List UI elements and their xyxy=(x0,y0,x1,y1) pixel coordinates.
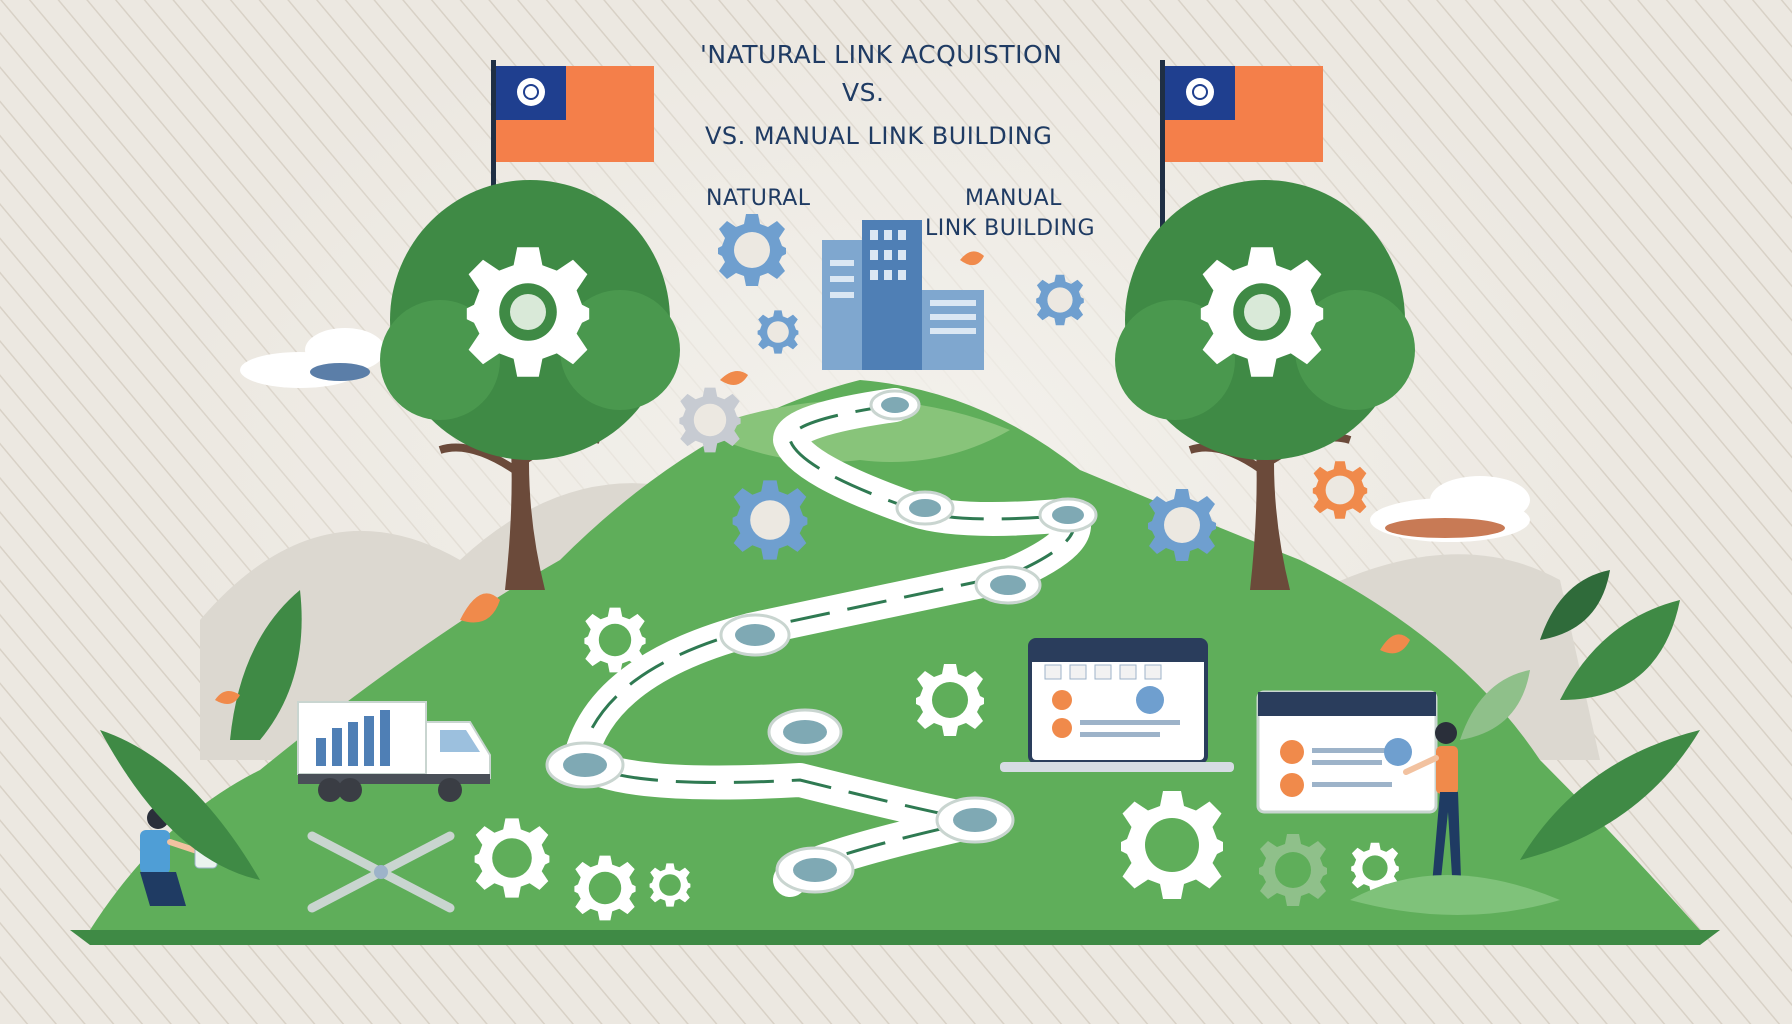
path-node xyxy=(767,708,843,756)
leaf-icon xyxy=(460,593,500,623)
crossed-tools-icon xyxy=(307,831,455,913)
path-node xyxy=(545,741,625,789)
leaf-icon xyxy=(1560,600,1680,700)
gear-icon xyxy=(474,818,550,898)
leaf-icon xyxy=(1460,670,1530,740)
gear-icon xyxy=(732,480,808,560)
gear-icon xyxy=(757,310,799,354)
path-node xyxy=(719,613,791,657)
gear-icon xyxy=(1121,791,1223,899)
gear-icon xyxy=(649,863,691,907)
leaf-icon xyxy=(1540,570,1610,640)
flag-right-icon xyxy=(1160,60,1323,270)
gear-icon xyxy=(1312,461,1368,519)
leaf-icon xyxy=(100,730,260,880)
flag-left-icon xyxy=(491,60,654,220)
browser-window-icon xyxy=(1256,690,1438,814)
path-node xyxy=(775,846,855,894)
path-node xyxy=(974,565,1042,605)
gear-icon xyxy=(1351,842,1399,894)
path-node xyxy=(869,389,921,421)
delivery-truck-icon xyxy=(297,701,491,802)
path-node xyxy=(935,796,1015,844)
leaf-icon xyxy=(720,371,748,385)
gear-icon xyxy=(679,387,741,453)
title-line-3: VS. MANUAL LINK BUILDING xyxy=(705,122,1053,150)
title-line-1: 'NATURAL LINK ACQUISTION xyxy=(700,40,1063,69)
leaf-icon xyxy=(960,251,984,266)
gear-icon xyxy=(574,855,636,921)
gear-icon xyxy=(584,607,646,673)
leaf-icon xyxy=(1380,634,1410,654)
leaf-icon xyxy=(215,691,240,704)
leaf-icon xyxy=(1350,875,1560,915)
winding-link-path-edge xyxy=(578,403,1076,881)
label-manual-line-1: MANUAL xyxy=(965,186,1062,211)
gear-left-tree-icon xyxy=(466,247,590,377)
gear-icon xyxy=(718,214,786,286)
label-natural: NATURAL xyxy=(706,186,811,211)
cloud-left xyxy=(240,328,385,388)
gear-icon xyxy=(1259,834,1327,906)
ground-strip xyxy=(70,930,1720,945)
title-line-2: VS. xyxy=(842,78,885,107)
path-node xyxy=(895,490,955,526)
laptop-website-icon xyxy=(1000,638,1234,772)
gear-icon xyxy=(1036,274,1084,326)
label-manual-line-2: LINK BUILDING xyxy=(925,216,1095,241)
cloud-right xyxy=(1370,476,1530,542)
office-buildings-icon xyxy=(822,220,984,370)
leaf-icon xyxy=(1520,730,1700,860)
path-node xyxy=(1038,497,1098,533)
gear-icon xyxy=(916,664,984,736)
gear-right-tree-icon xyxy=(1200,247,1324,377)
leaf-icon xyxy=(230,590,302,740)
gear-icon xyxy=(1148,489,1216,561)
